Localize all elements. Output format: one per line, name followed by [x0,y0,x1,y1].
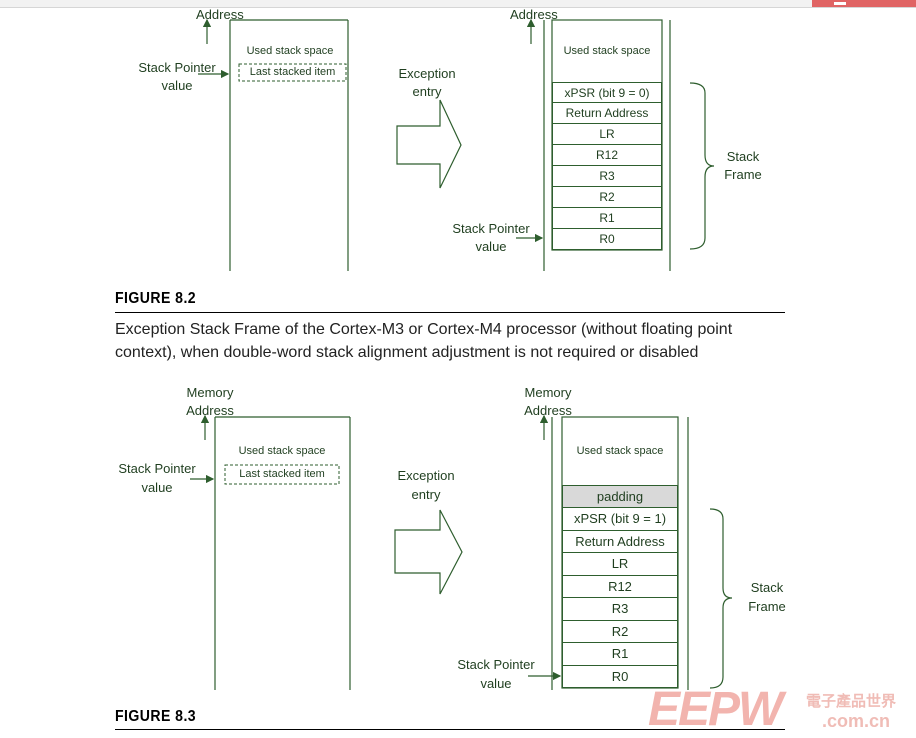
figure-title: FIGURE 8.3 [115,708,197,725]
last-stacked-item-box [238,63,347,82]
address-label: Address [196,7,244,22]
stack-entry-r12: R12 [562,576,678,598]
used-stack-space-label: Used stack space [246,45,334,57]
stack-pointer-value-label: value [480,676,512,691]
exception-label: Exception [398,66,456,81]
figure-caption-line-1: Exception Stack Frame of the Cortex-M3 o… [115,321,733,338]
watermark-chinese: 電子產品世界 [806,693,897,710]
used-stack-space-label: Used stack space [238,445,326,457]
memory-address-label: Memory [186,385,234,400]
stack-pointer-label: Stack Pointer [138,60,216,75]
stack-entry-xpsr: xPSR (bit 9 = 0) [552,82,662,103]
stack-frame-label: Frame [748,599,786,614]
exception-label: Exception [397,468,455,483]
address-label: Address [510,7,558,22]
minimize-icon[interactable] [834,2,846,5]
stack-entry-r0: R0 [562,666,678,688]
browser-top-bar [0,0,916,8]
stack-pointer-label: Stack Pointer [457,657,535,672]
stack-pointer-value-label: value [475,239,507,254]
stack-entry-r12: R12 [552,145,662,166]
memory-address-label: Address [186,403,234,418]
stack-entry-r0: R0 [552,229,662,250]
stack-pointer-label: Stack Pointer [118,461,196,476]
watermark-domain: .com.cn [822,711,891,731]
stack-pointer-label: Stack Pointer [452,221,530,236]
entry-label: entry [411,487,441,502]
eepw-watermark-logo: EEPW [648,683,783,736]
used-stack-space-label: Used stack space [576,445,664,457]
stack-entry-lr: LR [552,124,662,145]
entry-label: entry [412,84,442,99]
stack-entry-r2: R2 [552,187,662,208]
stack-entry-xpsr: xPSR (bit 9 = 1) [562,508,678,531]
last-stacked-item-label: Last stacked item [239,468,325,480]
stack-frame-label: Stack [750,580,784,595]
stack-entry-r2: R2 [562,621,678,643]
used-stack-space-label: Used stack space [563,45,651,57]
stack-entry-return-address: Return Address [562,531,678,553]
memory-address-label: Address [524,403,572,418]
figure-title: FIGURE 8.2 [115,290,197,307]
stack-entry-r1: R1 [552,208,662,229]
stack-entry-return-address: Return Address [552,103,662,124]
stack-entry-r3: R3 [552,166,662,187]
stack-entry-lr: LR [562,553,678,576]
stack-padding-cell: padding [562,485,678,508]
exception-entry-arrow [396,99,462,189]
figure-rule [115,312,785,313]
figure-caption-line-2: context), when double-word stack alignme… [115,344,699,361]
stack-entry-r3: R3 [562,598,678,621]
stack-frame-label: Frame [724,167,762,182]
memory-address-label: Memory [524,385,572,400]
stack-frame-label: Stack [726,149,760,164]
stack-entry-r1: R1 [562,643,678,666]
top-bar-accent [812,0,916,7]
stack-frame-brace [689,82,715,250]
stack-pointer-value-label: value [161,78,193,93]
stack-pointer-value-label: value [141,480,173,495]
figure-rule [115,729,785,730]
last-stacked-item-label: Last stacked item [249,66,336,78]
